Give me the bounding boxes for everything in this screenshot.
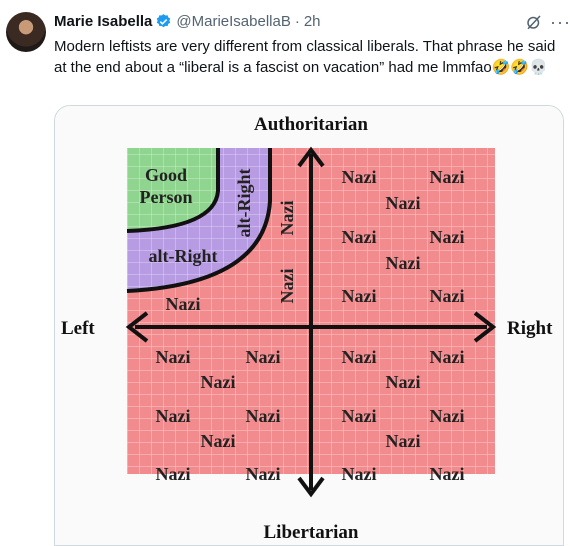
nazi-label: Nazi [342,286,377,306]
political-compass-meme: Authoritarian Libertarian Left Right Goo… [55,106,563,545]
nazi-label: Nazi [342,167,377,187]
nazi-label: Nazi [246,464,281,484]
nazi-label: Nazi [430,286,465,306]
nazi-label: Nazi [430,227,465,247]
label-right: Right [507,318,553,339]
timestamp[interactable]: 2h [303,13,321,30]
alt-right-label: alt-Right [234,169,254,238]
alt-right-label: alt-Right [149,246,218,266]
nazi-label: Nazi [156,464,191,484]
nazi-label: Nazi [342,347,377,367]
nazi-label: Nazi [166,294,201,314]
label-left: Left [61,318,95,339]
nazi-label: Nazi [342,227,377,247]
verified-badge-icon [155,13,172,30]
nazi-label: Nazi [430,167,465,187]
nazi-label: Nazi [246,347,281,367]
tweet-header: Marie Isabella @MarieIsabellaB · 2h [54,13,321,30]
author-name[interactable]: Marie Isabella [54,13,153,30]
author-handle[interactable]: @MarieIsabellaB [176,13,291,30]
nazi-label: Nazi [156,406,191,426]
grok-icon[interactable] [525,13,543,36]
nazi-label: Nazi [386,372,421,392]
label-libertarian: Libertarian [264,522,359,543]
nazi-label: Nazi [430,406,465,426]
nazi-label: Nazi [277,269,297,304]
tweet-image[interactable]: Authoritarian Libertarian Left Right Goo… [54,105,564,546]
good-person-label: Good [145,165,187,185]
nazi-label: Nazi [386,253,421,273]
nazi-label: Nazi [342,406,377,426]
nazi-label: Nazi [386,193,421,213]
separator-dot: · [294,13,300,30]
tweet-text: Modern leftists are very different from … [54,38,556,76]
nazi-label: Nazi [386,431,421,451]
label-authoritarian: Authoritarian [254,114,368,135]
nazi-label: Nazi [246,406,281,426]
nazi-label: Nazi [430,464,465,484]
nazi-label: Nazi [430,347,465,367]
nazi-label: Nazi [201,372,236,392]
nazi-label: Nazi [201,431,236,451]
avatar[interactable] [6,12,46,52]
nazi-label: Nazi [277,201,297,236]
nazi-label: Nazi [342,464,377,484]
nazi-label: Nazi [156,347,191,367]
more-icon[interactable]: ··· [550,12,570,32]
good-person-label: Person [140,187,193,207]
